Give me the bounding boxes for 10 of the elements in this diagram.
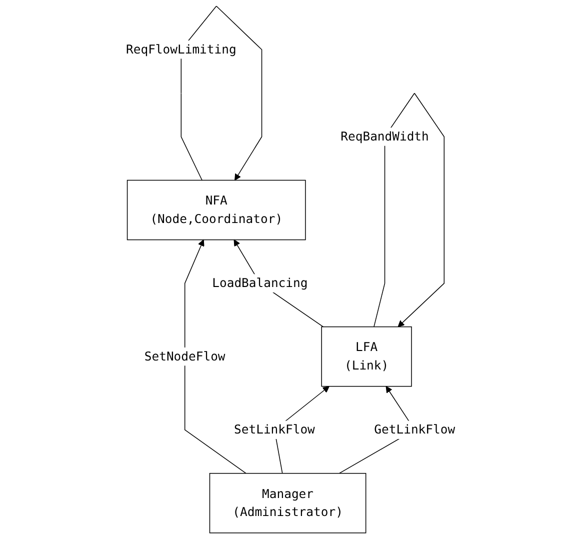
edge-label: ReqBandWidth xyxy=(340,129,429,144)
edge-label: SetNodeFlow xyxy=(144,348,226,364)
node-box: NFA (Node,Coordinator) xyxy=(126,180,306,240)
edge-label: LoadBalancing xyxy=(212,276,308,290)
edge-label: GetLinkFlow xyxy=(374,422,456,437)
edge-label: ReqFlowLimiting xyxy=(126,42,236,57)
node-box: Manager (Administrator) xyxy=(209,472,366,534)
edge-label: SetLinkFlow xyxy=(234,422,315,437)
arrow xyxy=(184,239,246,474)
node-box: LFA (Link) xyxy=(321,326,412,387)
